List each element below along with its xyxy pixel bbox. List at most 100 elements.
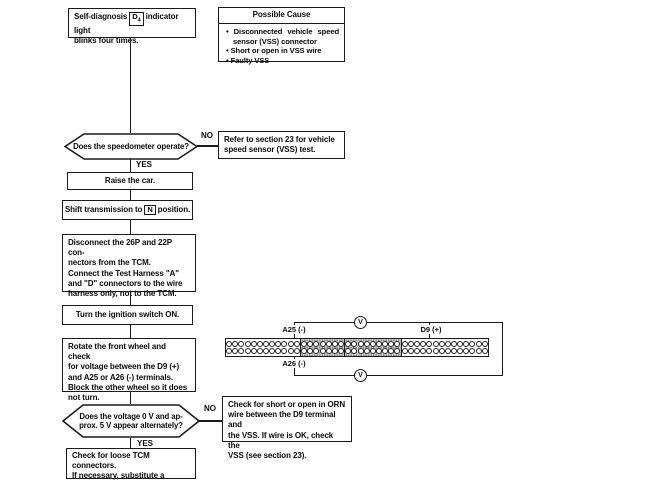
pin-icon xyxy=(226,348,233,355)
flow-line xyxy=(129,190,131,200)
pin-icon xyxy=(369,340,376,347)
pin-icon xyxy=(401,340,408,347)
pin-row xyxy=(301,348,344,356)
flow-line xyxy=(129,38,131,133)
pin-row xyxy=(401,348,488,356)
pin-icon xyxy=(420,348,427,355)
pin-icon xyxy=(281,340,288,347)
label-a26: A26 (-) xyxy=(264,359,324,368)
pin-icon xyxy=(481,348,488,355)
flow-line xyxy=(199,420,222,422)
flow-line xyxy=(129,325,131,338)
possible-cause-list: • Disconnected vehicle speed sensor (VSS… xyxy=(219,27,344,65)
pin-icon xyxy=(475,348,482,355)
pin-icon xyxy=(244,340,251,347)
pin-icon xyxy=(463,348,470,355)
yes-label: YES xyxy=(137,439,154,448)
pin-icon xyxy=(420,340,427,347)
no-label: NO xyxy=(204,404,216,413)
pin-icon xyxy=(250,340,257,347)
d4-indicator-badge: D4 xyxy=(129,12,144,26)
pin-icon xyxy=(450,340,457,347)
connector-block xyxy=(400,339,488,356)
pin-icon xyxy=(407,348,414,355)
pin-icon xyxy=(457,348,464,355)
pin-icon xyxy=(275,340,282,347)
pin-icon xyxy=(407,340,414,347)
connector-figure: V V A25 (-) D9 (+) A26 (-) xyxy=(225,315,515,383)
wire-right xyxy=(501,322,503,376)
pin-icon xyxy=(269,348,276,355)
connector-block xyxy=(344,339,401,356)
pin-icon xyxy=(226,340,233,347)
pin-icon xyxy=(262,340,269,347)
pin-icon xyxy=(394,340,401,347)
pin-icon xyxy=(307,340,314,347)
pin-icon xyxy=(382,348,389,355)
pin-icon xyxy=(438,348,445,355)
rotate-wheel-box: Rotate the front wheel and check for vol… xyxy=(62,338,196,402)
pin-icon xyxy=(232,340,239,347)
yes-label: YES xyxy=(136,160,153,169)
pin-icon xyxy=(319,340,326,347)
pin-icon xyxy=(345,340,352,347)
pin-row xyxy=(345,348,401,356)
pin-icon xyxy=(287,348,294,355)
ignition-on-box: Turn the ignition switch ON. xyxy=(62,305,193,325)
pin-icon xyxy=(313,348,320,355)
pin-icon xyxy=(469,340,476,347)
pin-icon xyxy=(388,340,395,347)
d4-letter: D xyxy=(132,12,138,21)
flow-line xyxy=(129,438,131,448)
pin-icon xyxy=(444,348,451,355)
pin-icon xyxy=(426,340,433,347)
pin-icon xyxy=(331,340,338,347)
shift-text-post: position. xyxy=(157,204,191,214)
raise-car-box: Raise the car. xyxy=(67,172,193,190)
pin-icon xyxy=(293,340,300,347)
pin-icon xyxy=(401,348,408,355)
possible-cause-title: Possible Cause xyxy=(219,8,344,25)
flow-line xyxy=(197,145,218,147)
pin-icon xyxy=(301,340,308,347)
pin-icon xyxy=(394,348,401,355)
pin-row xyxy=(226,348,300,356)
pin-icon xyxy=(351,340,358,347)
wire-bottom xyxy=(294,375,503,377)
pin-icon xyxy=(444,340,451,347)
pin-icon xyxy=(426,348,433,355)
pin-icon xyxy=(313,340,320,347)
wire-top xyxy=(294,322,503,324)
flow-line xyxy=(129,292,131,305)
pin-icon xyxy=(351,348,358,355)
pin-icon xyxy=(293,348,300,355)
start-text-pre: Self-diagnosis xyxy=(74,12,128,21)
pin-icon xyxy=(232,348,239,355)
no-label: NO xyxy=(201,131,213,140)
pin-icon xyxy=(369,348,376,355)
pin-icon xyxy=(250,348,257,355)
pin-row xyxy=(226,340,300,348)
pin-icon xyxy=(301,348,308,355)
pin-icon xyxy=(469,348,476,355)
final-check-tcm-box: Check for loose TCM connectors. If neces… xyxy=(66,448,196,480)
pin-icon xyxy=(463,340,470,347)
possible-cause-item: • Faulty VSS xyxy=(226,55,270,65)
pin-icon xyxy=(363,340,370,347)
pin-row xyxy=(301,340,344,348)
pin-row xyxy=(401,340,488,348)
pin-icon xyxy=(475,340,482,347)
n-position-badge: N xyxy=(144,204,156,216)
d4-subscript: 4 xyxy=(137,17,141,24)
start-text-post: indicator light blinks four times. xyxy=(74,12,179,46)
pin-icon xyxy=(307,348,314,355)
pin-icon xyxy=(363,348,370,355)
flow-line xyxy=(129,159,131,172)
check-orn-wire-box: Check for short or open in ORN wire betw… xyxy=(222,396,352,460)
decision-voltage: Does the voltage 0 V and ap- prox. 5 V a… xyxy=(62,404,200,438)
pin-icon xyxy=(357,340,364,347)
connector-block xyxy=(226,339,300,356)
